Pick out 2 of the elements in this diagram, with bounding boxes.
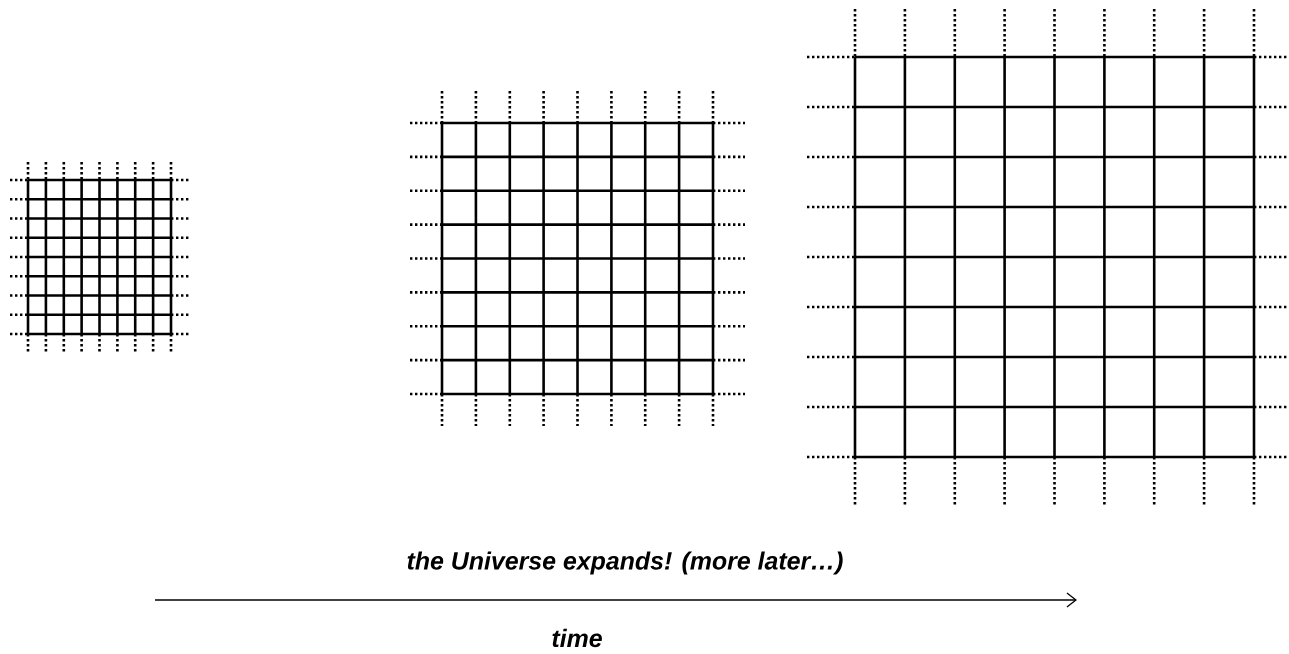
caption-text: the Universe expands! (more later…) (407, 551, 843, 575)
caption-text: time (552, 628, 602, 648)
